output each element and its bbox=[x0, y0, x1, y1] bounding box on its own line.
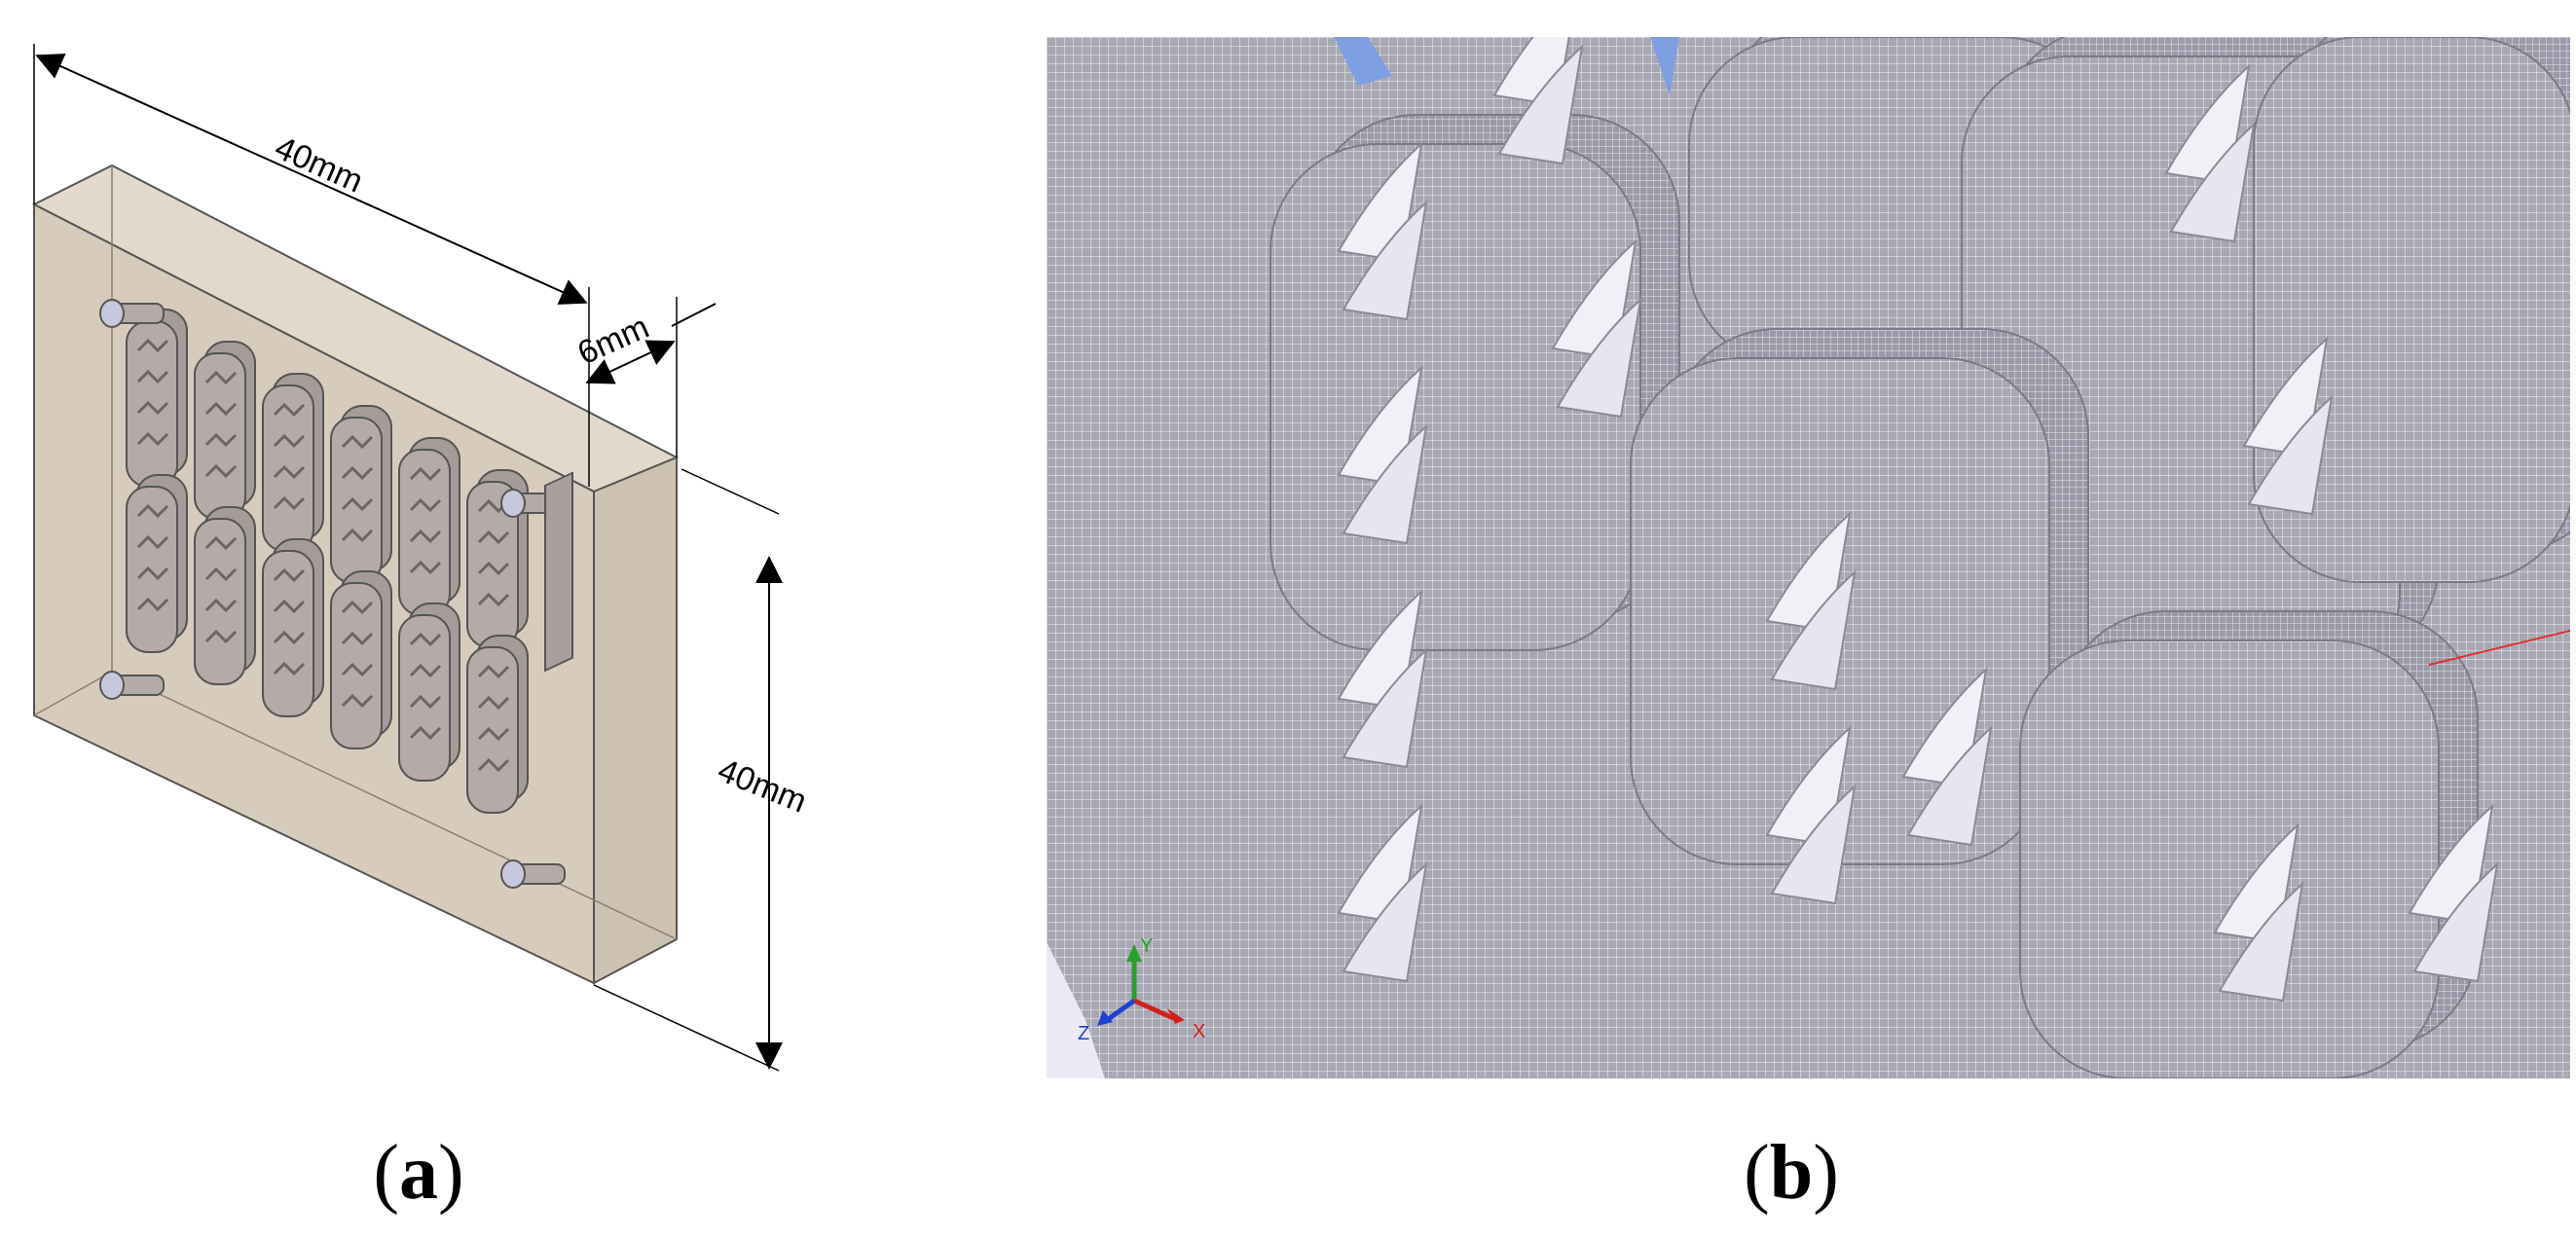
axis-y-label: Y bbox=[1140, 935, 1153, 957]
mesh-block bbox=[2253, 37, 2570, 583]
width-dimension-label: 40mm bbox=[270, 129, 369, 201]
panel-b-mesh-view: Y Z X bbox=[1047, 37, 2570, 1078]
mesh-fin bbox=[1497, 44, 1584, 165]
mesh-fins bbox=[1337, 37, 2499, 1003]
channel-block bbox=[262, 538, 324, 717]
mesh-fin bbox=[1770, 784, 1857, 905]
mesh-fin bbox=[2218, 881, 2304, 1003]
channel-block bbox=[398, 602, 460, 782]
caption-a: (a) bbox=[373, 1130, 464, 1216]
axis-line bbox=[2428, 630, 2570, 666]
mesh-fin bbox=[1342, 647, 1428, 769]
mesh-fin bbox=[1342, 861, 1428, 983]
channel-block bbox=[330, 405, 392, 584]
thickness-dimension-label: 6mm bbox=[572, 309, 654, 372]
inlet-outlet-ports bbox=[99, 299, 573, 889]
channel-block bbox=[194, 341, 256, 520]
cad-model-drawing: 40mm 6mm 40mm bbox=[31, 44, 812, 1072]
caption-b: (b) bbox=[1744, 1130, 1839, 1216]
dimension-lines bbox=[33, 44, 783, 1072]
axis-z-label: Z bbox=[1078, 1023, 1089, 1044]
mesh-fin bbox=[2412, 861, 2499, 983]
mesh-fin bbox=[1770, 569, 1857, 691]
mesh-fin bbox=[1906, 725, 1993, 847]
axis-triad: Y Z X bbox=[1078, 935, 1205, 1044]
mesh-block bbox=[2019, 610, 2479, 1078]
mesh-fin bbox=[2169, 122, 2256, 243]
channel-block bbox=[330, 570, 392, 749]
channel-block bbox=[398, 437, 460, 616]
serpentine-channels bbox=[126, 309, 529, 814]
channel-block bbox=[466, 635, 529, 814]
mesh-fin bbox=[1556, 297, 1642, 419]
mesh-fin bbox=[1342, 423, 1428, 545]
height-dimension-label: 40mm bbox=[713, 751, 812, 821]
axis-x-label: X bbox=[1193, 1021, 1205, 1042]
channel-block bbox=[194, 506, 256, 685]
mesh-fin bbox=[1342, 200, 1428, 321]
channel-block bbox=[126, 474, 188, 653]
channel-block bbox=[262, 373, 324, 552]
mesh-fin bbox=[2247, 394, 2334, 516]
panel-a-cad-model: 40mm 6mm 40mm bbox=[0, 0, 1012, 1090]
mesh-drawing: Y Z X bbox=[1047, 37, 2570, 1078]
channel-block bbox=[126, 309, 188, 488]
